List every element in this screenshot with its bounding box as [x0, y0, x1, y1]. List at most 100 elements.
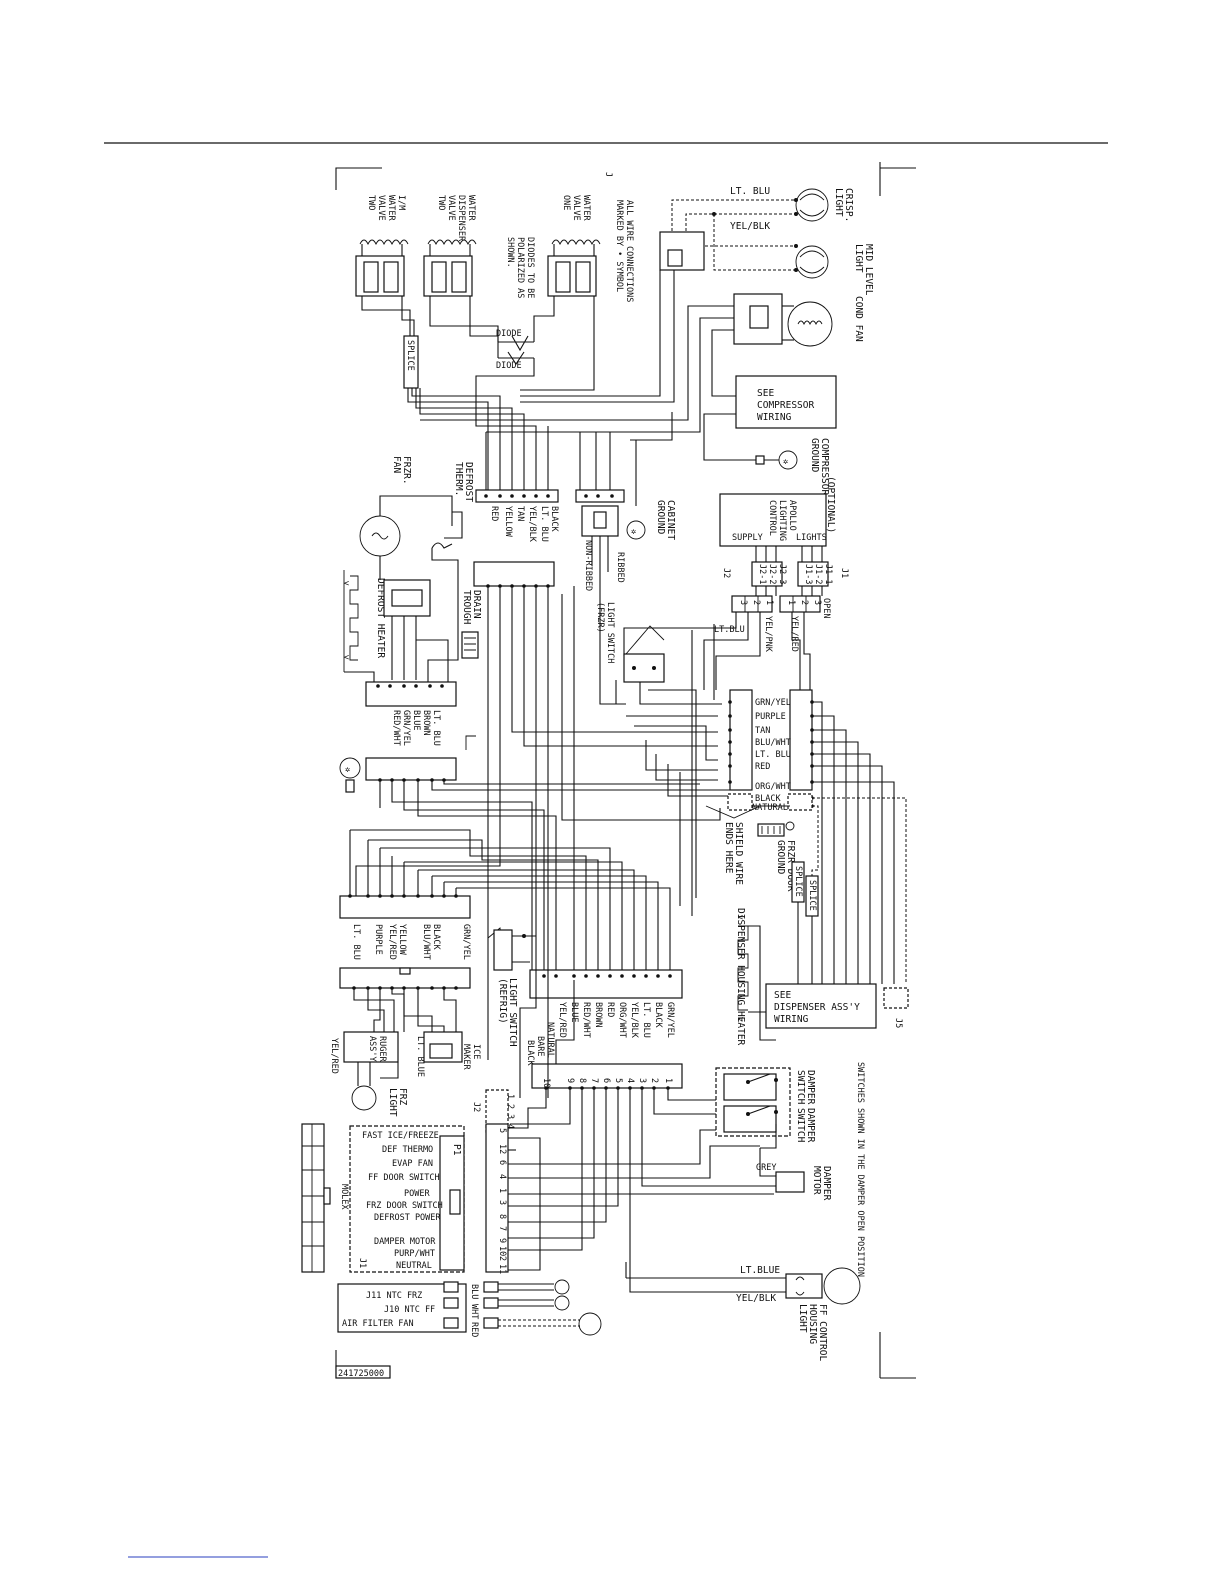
svg-text:1: 1 [764, 600, 774, 605]
connector-top-left: BLACK LT. BLU YEL/BLK TAN YELLOW RED [475, 489, 559, 543]
splice-top: SPLICE [403, 335, 419, 389]
svg-text:BLACK: BLACK [549, 506, 559, 532]
svg-text:<: < [344, 579, 349, 589]
svg-text:ENDS HERE: ENDS HERE [723, 822, 734, 874]
svg-text:<: < [344, 653, 349, 663]
svg-text:9: 9 [497, 1238, 507, 1243]
svg-text:SWITCH: SWITCH [795, 1070, 806, 1105]
svg-text:J2-3: J2-3 [777, 564, 787, 584]
svg-text:TWO: TWO [436, 195, 446, 210]
svg-text:GREY: GREY [756, 1163, 776, 1173]
svg-text:YEL/BLK: YEL/BLK [730, 221, 770, 232]
svg-text:LT. BLU: LT. BLU [351, 924, 361, 960]
svg-text:TROUGH: TROUGH [461, 590, 472, 625]
dispenser-splices: SPLICE SPLICE [791, 830, 835, 984]
svg-text:YEL/BLK: YEL/BLK [527, 506, 537, 543]
svg-text:BLU/WHT: BLU/WHT [755, 738, 791, 748]
svg-text:BLACK: BLACK [653, 1002, 663, 1028]
pin-connector-b: 1 2 3 YEL/RED OPEN [779, 595, 831, 652]
svg-text:2: 2 [505, 1104, 515, 1109]
svg-text:NATURAL: NATURAL [752, 803, 788, 813]
svg-text:2: 2 [751, 600, 761, 605]
j2-connector: 1 2 3 4 J2 [471, 1089, 515, 1133]
svg-text:LT. BLU: LT. BLU [730, 186, 770, 197]
svg-text:3: 3 [637, 1078, 647, 1083]
svg-text:TAN: TAN [755, 726, 770, 736]
svg-text:TWO: TWO [366, 195, 376, 210]
cond-fan [733, 293, 833, 347]
svg-text:RED/WHT: RED/WHT [581, 1002, 591, 1038]
svg-text:RED: RED [469, 1322, 479, 1337]
svg-text:COMPRESSOR: COMPRESSOR [757, 400, 814, 411]
heater-wires [344, 548, 479, 684]
apollo-lighting-control: (OPTIONAL) APOLLO LIGHTING CONTROL SUPPL… [719, 476, 849, 587]
svg-text:THERM.: THERM. [453, 462, 464, 496]
svg-text:NATURAL: NATURAL [545, 1022, 555, 1058]
light-switch-frzr: LIGHT SWITCH (FRZR) [595, 602, 665, 683]
svg-text:SWITCHES SHOWN IN THE DAMPER O: SWITCHES SHOWN IN THE DAMPER OPEN POSITI… [855, 1062, 865, 1277]
svg-text:J10 NTC FF: J10 NTC FF [384, 1305, 435, 1315]
svg-text:ORG/WHT: ORG/WHT [617, 1002, 627, 1038]
svg-text:RED/WHT: RED/WHT [391, 710, 401, 746]
svg-text:(REFRIG): (REFRIG) [497, 978, 508, 1024]
svg-text:YEL/PNK: YEL/PNK [763, 616, 773, 653]
svg-text:YEL/RED: YEL/RED [329, 1038, 339, 1074]
ruger-assy: RUGER ASS'Y YEL/RED [329, 1031, 399, 1074]
svg-text:OPEN: OPEN [821, 598, 831, 618]
svg-text:AIR FILTER FAN: AIR FILTER FAN [342, 1319, 414, 1329]
svg-text:DEFROST HEATER: DEFROST HEATER [375, 578, 386, 658]
svg-text:DEF THERMO: DEF THERMO [382, 1145, 433, 1155]
control-function-panel: P1 J1 FAST ICE/FREEZE DEF THERMO EVAP FA… [349, 1125, 465, 1273]
svg-text:LIGHT: LIGHT [797, 1304, 808, 1333]
terminal-block-b [787, 689, 814, 811]
svg-text:COMPRESSOR: COMPRESSOR [819, 438, 830, 495]
compressor-box: SEE COMPRESSOR WIRING [735, 375, 837, 429]
valve-one [547, 239, 601, 297]
svg-text:PURPLE: PURPLE [373, 924, 383, 955]
connector-icemaker [339, 967, 471, 1032]
svg-text:VALVE: VALVE [571, 195, 581, 221]
svg-text:CRISP.: CRISP. [843, 188, 854, 222]
svg-text:J1-3: J1-3 [803, 564, 813, 584]
cabinet-ground: ✲ CABINET GROUND [626, 500, 676, 540]
svg-text:2: 2 [649, 1078, 659, 1083]
svg-text:SPLICE: SPLICE [405, 340, 415, 371]
svg-text:3: 3 [505, 1114, 515, 1119]
svg-text:11: 11 [497, 1264, 507, 1274]
svg-text:1: 1 [663, 1078, 673, 1083]
ff-control-light: LT.BLUE YEL/BLK FF CONTROL HOUSING LIGHT [736, 1265, 861, 1361]
svg-text:CABINET: CABINET [665, 500, 676, 540]
svg-text:GROUND: GROUND [655, 500, 666, 535]
svg-text:DAMPER: DAMPER [821, 1166, 832, 1201]
terminal-b-wires [705, 701, 907, 984]
svg-text:YEL/BLK: YEL/BLK [629, 1002, 639, 1039]
svg-text:RIBBED: RIBBED [615, 552, 625, 583]
svg-text:ORG/WHT: ORG/WHT [755, 782, 791, 792]
svg-text:FRZ DOOR SWITCH: FRZ DOOR SWITCH [366, 1201, 443, 1211]
small-mark: J [603, 172, 613, 177]
svg-text:6: 6 [601, 1078, 611, 1083]
svg-text:WIRING: WIRING [774, 1014, 809, 1025]
svg-text:BLUE: BLUE [411, 710, 421, 730]
svg-text:WIRING: WIRING [757, 412, 792, 423]
damper-motor: GREY DAMPER MOTOR [756, 1148, 832, 1201]
svg-text:FRZR.: FRZR. [401, 456, 412, 485]
dispenser-assy-box: SEE DISPENSER ASS'Y WIRING J5 [765, 983, 909, 1029]
frz-light: FRZ LIGHT [351, 1062, 408, 1117]
svg-text:J11 NTC FRZ: J11 NTC FRZ [366, 1291, 422, 1301]
svg-text:DIODE: DIODE [496, 329, 522, 339]
svg-text:FAST ICE/FREEZE: FAST ICE/FREEZE [362, 1131, 439, 1141]
svg-text:✲: ✲ [631, 527, 636, 537]
svg-text:POWER: POWER [404, 1189, 430, 1199]
valve-dispenser [423, 239, 477, 297]
svg-text:SEE: SEE [757, 388, 774, 399]
svg-text:RED: RED [489, 506, 499, 521]
svg-text:J1: J1 [357, 1258, 367, 1268]
svg-text:(OPTIONAL): (OPTIONAL) [825, 476, 836, 533]
svg-text:WATER: WATER [581, 195, 591, 221]
svg-text:LIGHT SWITCH: LIGHT SWITCH [605, 602, 615, 663]
svg-text:ALL WIRE CONNECTIONS: ALL WIRE CONNECTIONS [624, 200, 634, 302]
svg-text:FRZ: FRZ [397, 1088, 408, 1105]
svg-text:GRN/YEL: GRN/YEL [401, 710, 411, 746]
